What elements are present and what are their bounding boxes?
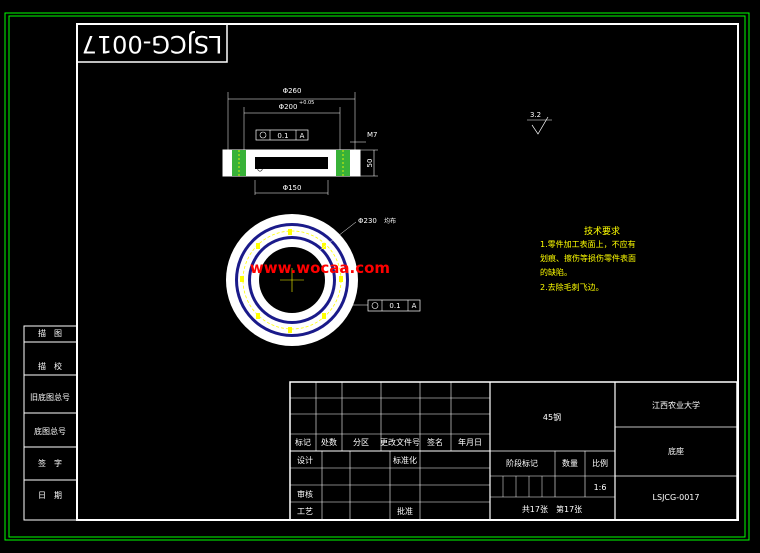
strip-label: 签 字	[38, 458, 62, 468]
tb-part-name: 底座	[668, 446, 684, 456]
tb-approve: 批准	[397, 506, 413, 516]
tb-weight: 数量	[562, 458, 578, 468]
runout-bottom-datum: A	[412, 302, 417, 310]
tb-header: 年月日	[458, 437, 482, 447]
tb-design: 设计	[297, 455, 313, 465]
tb-scale: 1:6	[594, 483, 607, 492]
tb-standardize: 标准化	[393, 455, 417, 465]
roughness-value: 3.2	[530, 111, 541, 119]
tb-header: 处数	[321, 437, 337, 447]
tb-university: 江西农业大学	[652, 400, 700, 410]
dim-pcd-suffix: 均布	[384, 217, 396, 225]
tb-sheets: 共17张 第17张	[522, 504, 582, 514]
tb-process: 工艺	[297, 507, 313, 516]
top-view[interactable]: Φ230 均布 0.1 A	[226, 214, 421, 346]
tech-line: 2.去除毛刺飞边。	[540, 282, 604, 292]
technical-requirements: 技术要求 1.零件加工表面上，不应有 划痕、擦伤等损伤零件表面 的缺陷。 2.去…	[540, 225, 636, 292]
strip-label: 描 图	[38, 328, 62, 338]
drawing-number-box	[76, 23, 228, 63]
strip-label: 旧底图总号	[30, 392, 70, 402]
tb-stage: 阶段标记	[506, 458, 538, 468]
dim-id: Φ150	[283, 184, 302, 192]
watermark-text: www.wocaa.com	[250, 259, 390, 277]
tb-drawing-no: LSJCG-0017	[653, 493, 700, 502]
tb-review: 审核	[297, 489, 313, 499]
tb-scale-label: 比例	[592, 458, 608, 468]
outer-frame-2	[8, 15, 746, 538]
tb-material: 45钢	[543, 412, 561, 422]
dim-thread: M7	[367, 131, 378, 139]
drawing-number-rotated: LSJCG-0017	[82, 30, 223, 58]
tech-line: 划痕、擦伤等损伤零件表面	[540, 253, 636, 263]
strip-label: 日 期	[38, 491, 62, 500]
tb-header: 分区	[353, 438, 369, 447]
dim-height: 50	[366, 159, 374, 168]
tech-line: 1.零件加工表面上，不应有	[540, 239, 636, 249]
section-view[interactable]: Φ260 Φ200 +0.05 0.1 A M7 50 Φ150	[222, 87, 378, 195]
tb-header: 更改文件号	[380, 437, 420, 447]
tech-line: 的缺陷。	[540, 267, 572, 277]
dim-od: Φ260	[283, 87, 302, 95]
strip-label: 底图总号	[34, 426, 66, 436]
dim-pcd: Φ230	[358, 217, 377, 225]
dim-bore: Φ200	[279, 103, 298, 111]
strip-label: 描 校	[38, 361, 62, 371]
roughness-symbol: 3.2	[527, 111, 552, 135]
title-block	[289, 381, 738, 521]
runout-top-datum: A	[300, 132, 305, 140]
runout-bottom-value: 0.1	[389, 302, 400, 310]
tb-header: 标记	[295, 437, 311, 447]
left-strip: 描 图 描 校 旧底图总号 底图总号 签 字 日 期	[23, 325, 78, 521]
dim-bore-tol: +0.05	[299, 100, 314, 106]
outer-frame	[4, 12, 750, 541]
tb-header: 签名	[427, 437, 443, 447]
tech-title: 技术要求	[584, 225, 620, 237]
runout-top-value: 0.1	[277, 132, 288, 140]
